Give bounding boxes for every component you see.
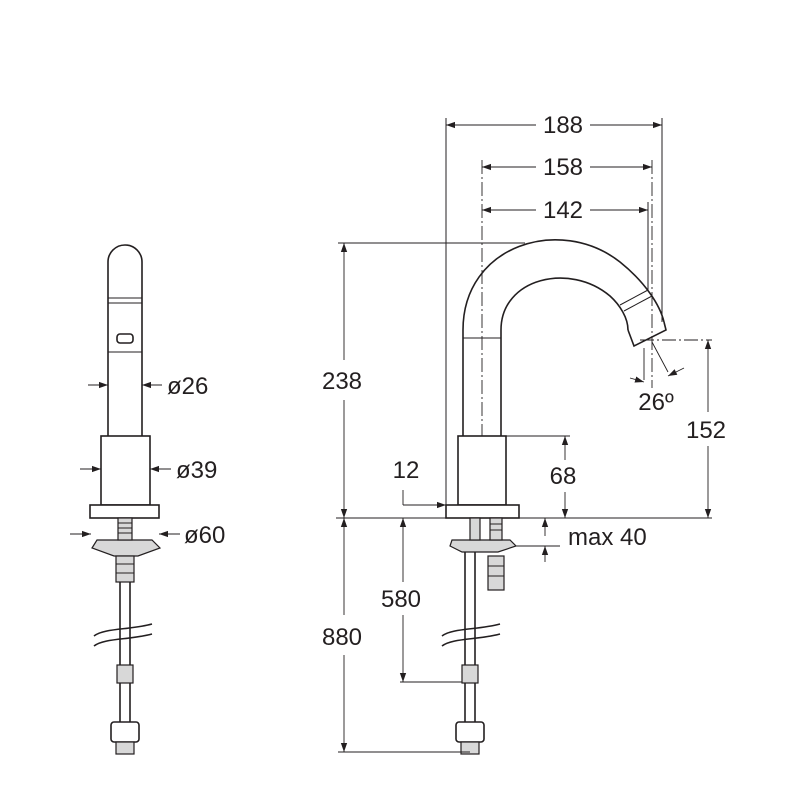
label-tail-length: 580 bbox=[381, 586, 421, 613]
front-hose-fitting bbox=[116, 664, 134, 684]
front-spout-tube bbox=[107, 244, 143, 436]
side-hose-fitting bbox=[461, 664, 479, 684]
label-outlet-height: 152 bbox=[686, 417, 726, 444]
side-spout-band bbox=[619, 289, 649, 306]
front-break-line-top bbox=[93, 623, 153, 637]
side-fixing-washer bbox=[449, 539, 518, 553]
side-nut bbox=[487, 555, 505, 591]
side-break-line-bottom bbox=[441, 633, 501, 647]
front-end-connector bbox=[110, 721, 140, 743]
side-body bbox=[457, 435, 507, 506]
side-base-plate bbox=[445, 504, 520, 519]
label-counter-thickness: max 40 bbox=[568, 524, 647, 551]
front-base-plate bbox=[89, 504, 160, 519]
label-reach-mid: 158 bbox=[543, 154, 583, 181]
side-end-connector bbox=[455, 721, 485, 743]
label-overall-reach: 188 bbox=[543, 112, 583, 139]
front-fixing-washer bbox=[91, 539, 162, 557]
side-gooseneck-inner bbox=[500, 277, 629, 436]
front-break-line-bottom bbox=[93, 633, 153, 647]
label-height-total: 238 bbox=[322, 368, 362, 395]
label-spout-diameter: ø26 bbox=[167, 373, 208, 400]
front-body bbox=[100, 435, 151, 506]
front-sensor-window bbox=[116, 333, 134, 344]
label-reach-inner: 142 bbox=[543, 197, 583, 224]
front-nut bbox=[115, 555, 135, 583]
side-gooseneck-outer bbox=[462, 239, 665, 436]
side-spout-outlet bbox=[627, 321, 667, 348]
front-threaded-stud bbox=[117, 517, 133, 541]
label-base-offset: 12 bbox=[393, 457, 420, 484]
label-body-diameter: ø39 bbox=[176, 457, 217, 484]
label-spout-angle: 26º bbox=[638, 389, 674, 416]
label-hose-length: 880 bbox=[322, 624, 362, 651]
label-base-diameter: ø60 bbox=[184, 522, 225, 549]
label-body-height: 68 bbox=[550, 463, 577, 490]
side-threaded-stud bbox=[489, 517, 503, 541]
side-break-line-top bbox=[441, 623, 501, 637]
side-view: 188 158 142 238 880 580 12 68 152 bbox=[322, 112, 726, 755]
front-view: ø26 ø39 ø60 bbox=[70, 244, 225, 755]
